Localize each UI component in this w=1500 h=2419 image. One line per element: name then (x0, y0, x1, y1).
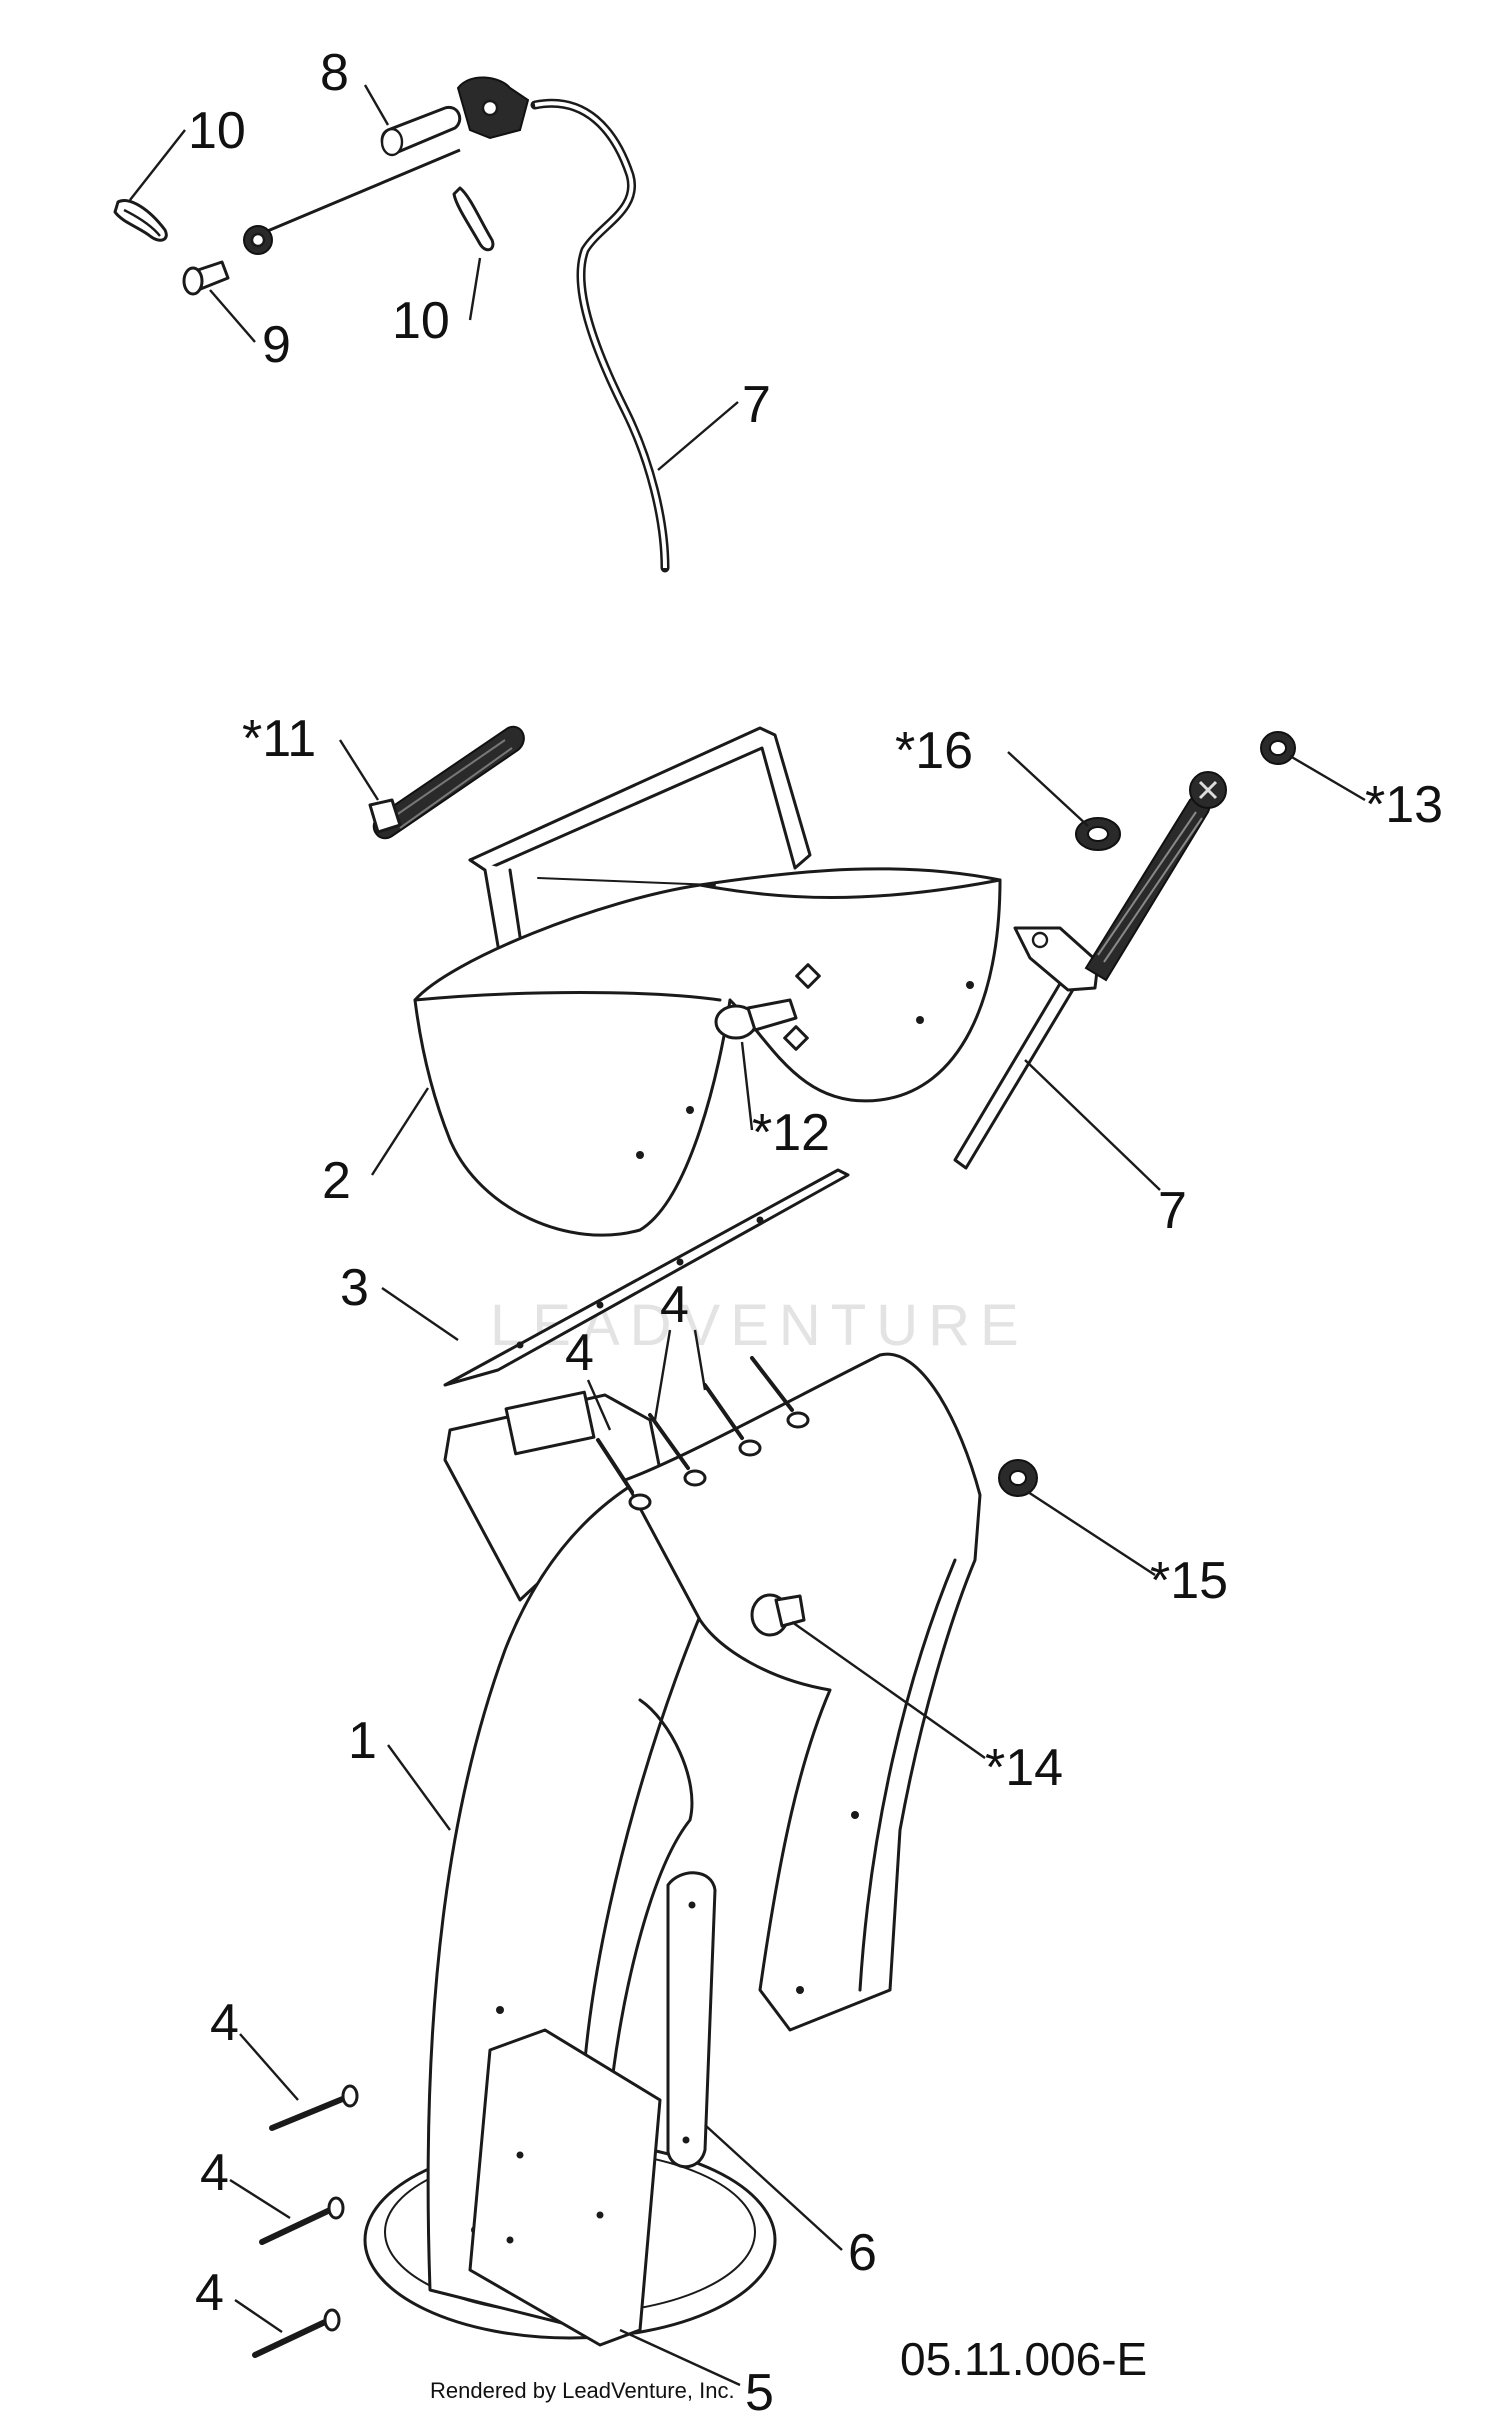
part-7-control-rod (953, 771, 1227, 1170)
part-13-nut (1260, 731, 1296, 765)
callout-4-lower-2: 4 (200, 2144, 229, 2202)
callout-3: 3 (340, 1259, 369, 1317)
callout-13: *13 (1365, 776, 1443, 834)
callout-7-cable: 7 (742, 376, 771, 434)
callout-2: 2 (322, 1152, 351, 1210)
part-14-pin (750, 1593, 806, 1637)
part-16-washer (1075, 817, 1121, 851)
part-2-deflector (413, 867, 1002, 1237)
callout-12: *12 (752, 1104, 830, 1162)
callout-4-upper-left: 4 (565, 1324, 594, 1382)
callout-4-lower-3: 4 (195, 2264, 224, 2322)
callout-5: 5 (745, 2364, 774, 2419)
callout-4-lower-1: 4 (210, 1994, 239, 2052)
callout-7-rod: 7 (1158, 1182, 1187, 1240)
part-3-deflector-blade (443, 1168, 850, 1387)
callout-10-top-left: 10 (188, 102, 246, 160)
part-10-hairpin-clip-right (452, 186, 495, 252)
callout-14: *14 (985, 1739, 1063, 1797)
callout-1: 1 (348, 1712, 377, 1770)
callout-10-top-right: 10 (392, 292, 450, 350)
callout-8: 8 (320, 44, 349, 102)
render-credit: Rendered by LeadVenture, Inc. (430, 2378, 735, 2403)
part-10-hairpin-clip-left (113, 199, 168, 242)
part-4-rivets-upper (596, 1356, 810, 1511)
part-4-rivets-lower (252, 2084, 359, 2358)
leader-lines (129, 84, 1366, 2387)
callout-9: 9 (262, 316, 291, 374)
part-5-chute-plate (468, 2028, 662, 2347)
drawing-number: 05.11.006-E (900, 2333, 1147, 2385)
part-6-chute-strip (666, 1871, 717, 2169)
callout-4-upper-right: 4 (660, 1276, 689, 1334)
part-11-spring (368, 725, 525, 840)
callout-6: 6 (848, 2224, 877, 2282)
part-8-pin (380, 105, 462, 157)
callout-15: *15 (1150, 1552, 1228, 1610)
callout-16: *16 (895, 722, 973, 780)
part-15-nut (998, 1459, 1038, 1497)
part-9-clevis-pin (182, 260, 230, 296)
part-7-control-cable (243, 76, 670, 573)
callout-11: *11 (242, 710, 316, 768)
